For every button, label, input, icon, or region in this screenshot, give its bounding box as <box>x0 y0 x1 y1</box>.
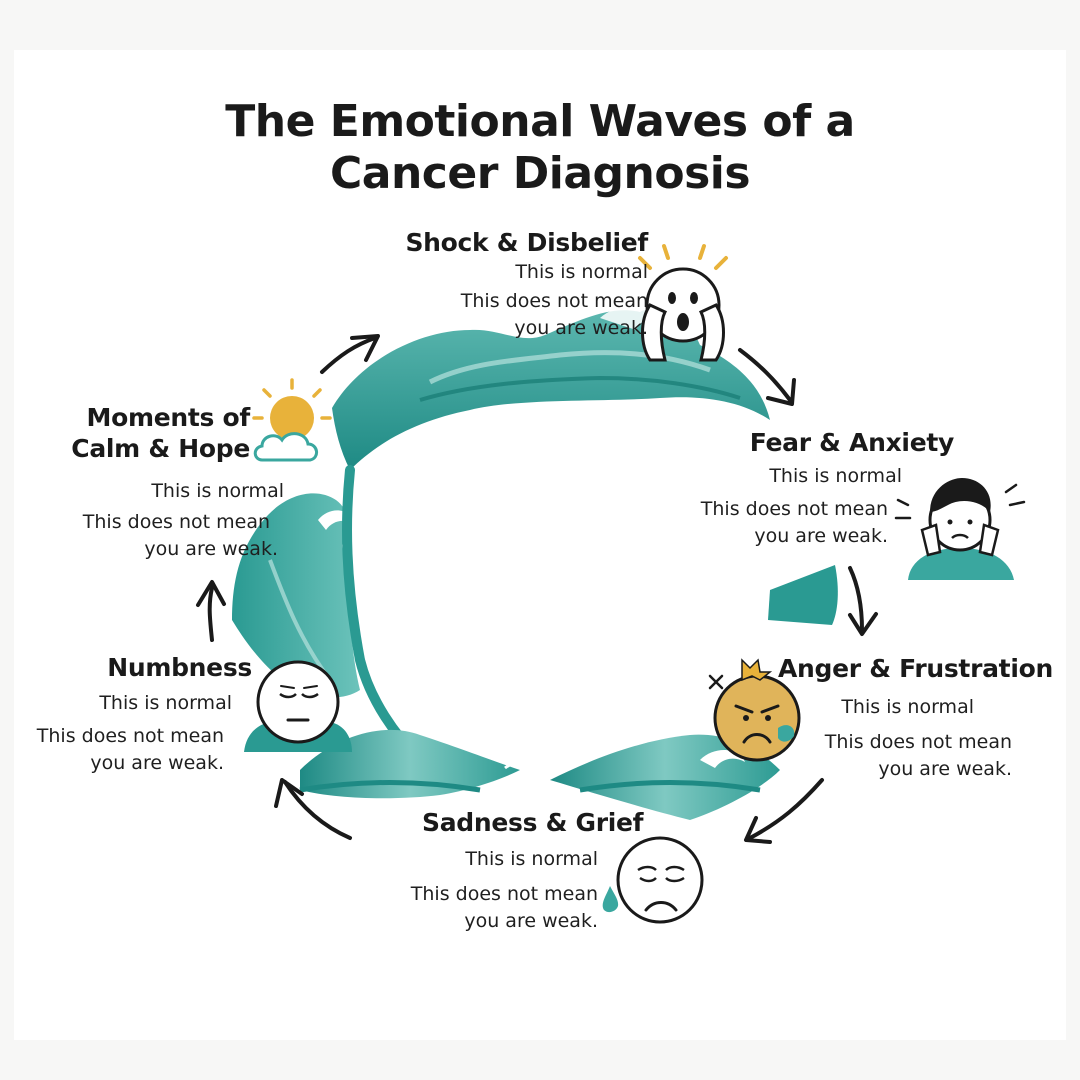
arrowhead-anger-to-sadness <box>744 816 772 844</box>
stage-calm-line2: This does not mean <box>82 511 270 533</box>
stage-numbness: Numbness This is normal This does not me… <box>28 653 253 774</box>
title-line-2: Cancer Diagnosis <box>329 148 751 199</box>
stage-numbness-line2: This does not mean <box>36 725 224 747</box>
wave-left <box>232 493 360 698</box>
stage-anger: Anger & Frustration <box>778 656 1053 681</box>
arrowhead-shock-to-fear <box>766 378 796 406</box>
stage-calm-name-line2: Calm & Hope <box>71 434 250 463</box>
wave-right <box>768 565 838 625</box>
stage-calm-name-line1: Moments of <box>86 403 251 432</box>
stage-anger-name: Anger & Frustration <box>778 654 1053 683</box>
stage-sadness: Sadness & Grief <box>422 808 644 837</box>
stage-sadness-body: This is normal This does not mean you ar… <box>370 850 598 931</box>
stage-sadness-line2: This does not mean <box>410 883 598 905</box>
arrowhead-calm-to-shock <box>350 334 380 362</box>
arrow-numbness-to-calm <box>207 586 214 642</box>
wave-bottom-left <box>299 729 530 799</box>
wave-inner-curve <box>342 465 425 765</box>
white-panel <box>14 50 1066 1040</box>
stage-anger-line1: This is normal <box>841 696 974 718</box>
arrow-anger-to-sadness <box>748 778 824 840</box>
neutral-face-icon <box>244 660 352 752</box>
arrow-calm-to-shock <box>320 336 377 374</box>
arrowhead-sadness-to-numbness <box>274 778 304 808</box>
stage-sadness-line1: This is normal <box>465 848 598 870</box>
stage-calm: Moments of Calm & Hope <box>60 405 250 461</box>
stage-sadness-name: Sadness & Grief <box>422 808 644 837</box>
stage-shock: Shock & Disbelief This is normal This do… <box>390 230 648 338</box>
stage-calm-line1: This is normal <box>151 480 284 502</box>
stage-numbness-line3: you are weak. <box>90 752 224 774</box>
arrow-shock-to-fear <box>738 348 792 402</box>
crying-face-icon <box>602 836 704 924</box>
stage-anger-body: This is normal This does not mean you ar… <box>800 698 1012 779</box>
stage-fear-line2: This does not mean <box>700 498 888 520</box>
stage-anger-line2: This does not mean <box>824 731 1012 753</box>
stage-fear-line3: you are weak. <box>754 525 888 547</box>
sun-cloud-icon <box>252 378 332 462</box>
stage-shock-line2: This does not mean <box>460 290 648 312</box>
arrow-sadness-to-numbness <box>283 780 352 840</box>
stage-fear-line1: This is normal <box>769 465 902 487</box>
stage-calm-line3: you are weak. <box>144 538 278 560</box>
arrow-fear-to-anger <box>848 566 864 632</box>
arrowhead-fear-to-anger <box>848 612 878 636</box>
arrowhead-numbness-to-calm <box>196 580 226 607</box>
stage-fear: Fear & Anxiety This is normal This does … <box>686 428 955 547</box>
shocked-face-icon <box>638 244 728 362</box>
stage-shock-line1: This is normal <box>515 261 648 283</box>
stage-calm-body: This is normal This does not mean you ar… <box>60 482 284 559</box>
stage-fear-name: Fear & Anxiety <box>749 428 955 457</box>
stage-shock-name: Shock & Disbelief <box>405 228 648 257</box>
anxious-person-icon <box>894 478 1026 580</box>
angry-face-icon <box>708 658 801 762</box>
cycle-arrows <box>196 334 878 844</box>
stage-numbness-line1: This is normal <box>99 692 232 714</box>
stage-anger-line3: you are weak. <box>878 758 1012 780</box>
stage-numbness-name: Numbness <box>107 653 252 682</box>
stage-shock-line3: you are weak. <box>514 317 648 339</box>
title-line-1: The Emotional Waves of a <box>225 96 855 147</box>
stage-sadness-line3: you are weak. <box>464 910 598 932</box>
